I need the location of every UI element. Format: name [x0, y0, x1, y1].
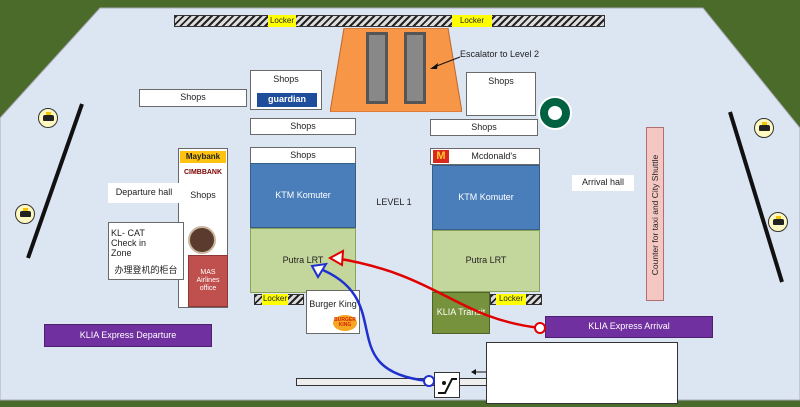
taxi-icon — [15, 204, 35, 224]
locker: Locker — [262, 294, 288, 305]
locker: Locker — [496, 294, 526, 305]
taxi-icon — [768, 212, 788, 232]
escalator-steps — [366, 32, 426, 104]
shops-right-top[interactable]: Shops — [466, 72, 536, 116]
mcdonalds-label: Mcdonald's — [471, 151, 517, 162]
escalator-arrow-icon — [430, 56, 461, 69]
ktm-komuter-right[interactable]: KTM Komuter — [432, 165, 540, 230]
departure-hall-label: Departure hall — [108, 183, 180, 203]
shops-label: Shops — [273, 74, 299, 85]
mcdonalds[interactable]: M Mcdonald's — [430, 148, 540, 165]
shops-guardian[interactable]: Shops guardian — [250, 70, 322, 110]
small-arrow-icon — [471, 369, 486, 375]
departure-route — [317, 266, 429, 383]
checkin-label: KL- CAT Check in Zone — [111, 228, 147, 258]
escalator-sign-icon — [434, 372, 460, 398]
ktm-komuter-left[interactable]: KTM Komuter — [250, 163, 356, 228]
arrival-hall-label: Arrival hall — [572, 175, 634, 191]
right-wall — [728, 111, 784, 283]
guardian-logo: guardian — [257, 93, 317, 107]
departure-route-start — [423, 375, 435, 387]
checkin-zone[interactable]: KL- CAT Check in Zone 办理登机的柜台 — [108, 222, 184, 280]
checkin-chinese-label: 办理登机的柜台 — [114, 265, 178, 276]
klia-express-departure[interactable]: KLIA Express Departure — [44, 324, 212, 347]
klia-express-arrival[interactable]: KLIA Express Arrival — [545, 316, 713, 338]
shops-center-mid[interactable]: Shops — [250, 118, 356, 135]
info-box — [486, 342, 678, 404]
mas-airlines-office[interactable]: MAS Airlines office — [188, 255, 228, 307]
locker: Locker — [268, 15, 296, 27]
maybank-logo: Maybank — [180, 151, 226, 163]
arrival-route-arrowhead — [327, 249, 345, 267]
starbucks-logo — [538, 96, 572, 130]
putra-lrt-right[interactable]: Putra LRT — [432, 230, 540, 292]
floor-label: LEVEL 1 — [376, 197, 412, 208]
locker: Locker — [452, 15, 492, 27]
shops-right-mid[interactable]: Shops — [430, 119, 538, 136]
shops-left-top[interactable]: Shops — [139, 89, 247, 107]
taxi-icon — [38, 108, 58, 128]
coffee-shop-logo — [188, 226, 216, 254]
burger-king-label: Burger King — [309, 299, 357, 310]
escalator-label: Escalator to Level 2 — [460, 49, 540, 60]
escalator[interactable] — [330, 28, 462, 112]
departure-route-arrowhead — [310, 262, 328, 279]
left-wall — [26, 103, 84, 259]
cimb-logo: CIMBBANK — [180, 167, 226, 179]
arrival-route — [334, 256, 541, 330]
mcdonalds-logo-icon: M — [433, 150, 449, 163]
shops-side-column[interactable]: Shops — [190, 190, 216, 201]
arrival-route-start — [534, 322, 546, 334]
burger-king[interactable]: Burger King BURGER KING — [306, 290, 360, 334]
taxi-counter[interactable]: Counter for taxi and City Shuttle — [646, 127, 664, 301]
burger-king-logo: BURGER KING — [333, 315, 357, 331]
taxi-icon — [754, 118, 774, 138]
